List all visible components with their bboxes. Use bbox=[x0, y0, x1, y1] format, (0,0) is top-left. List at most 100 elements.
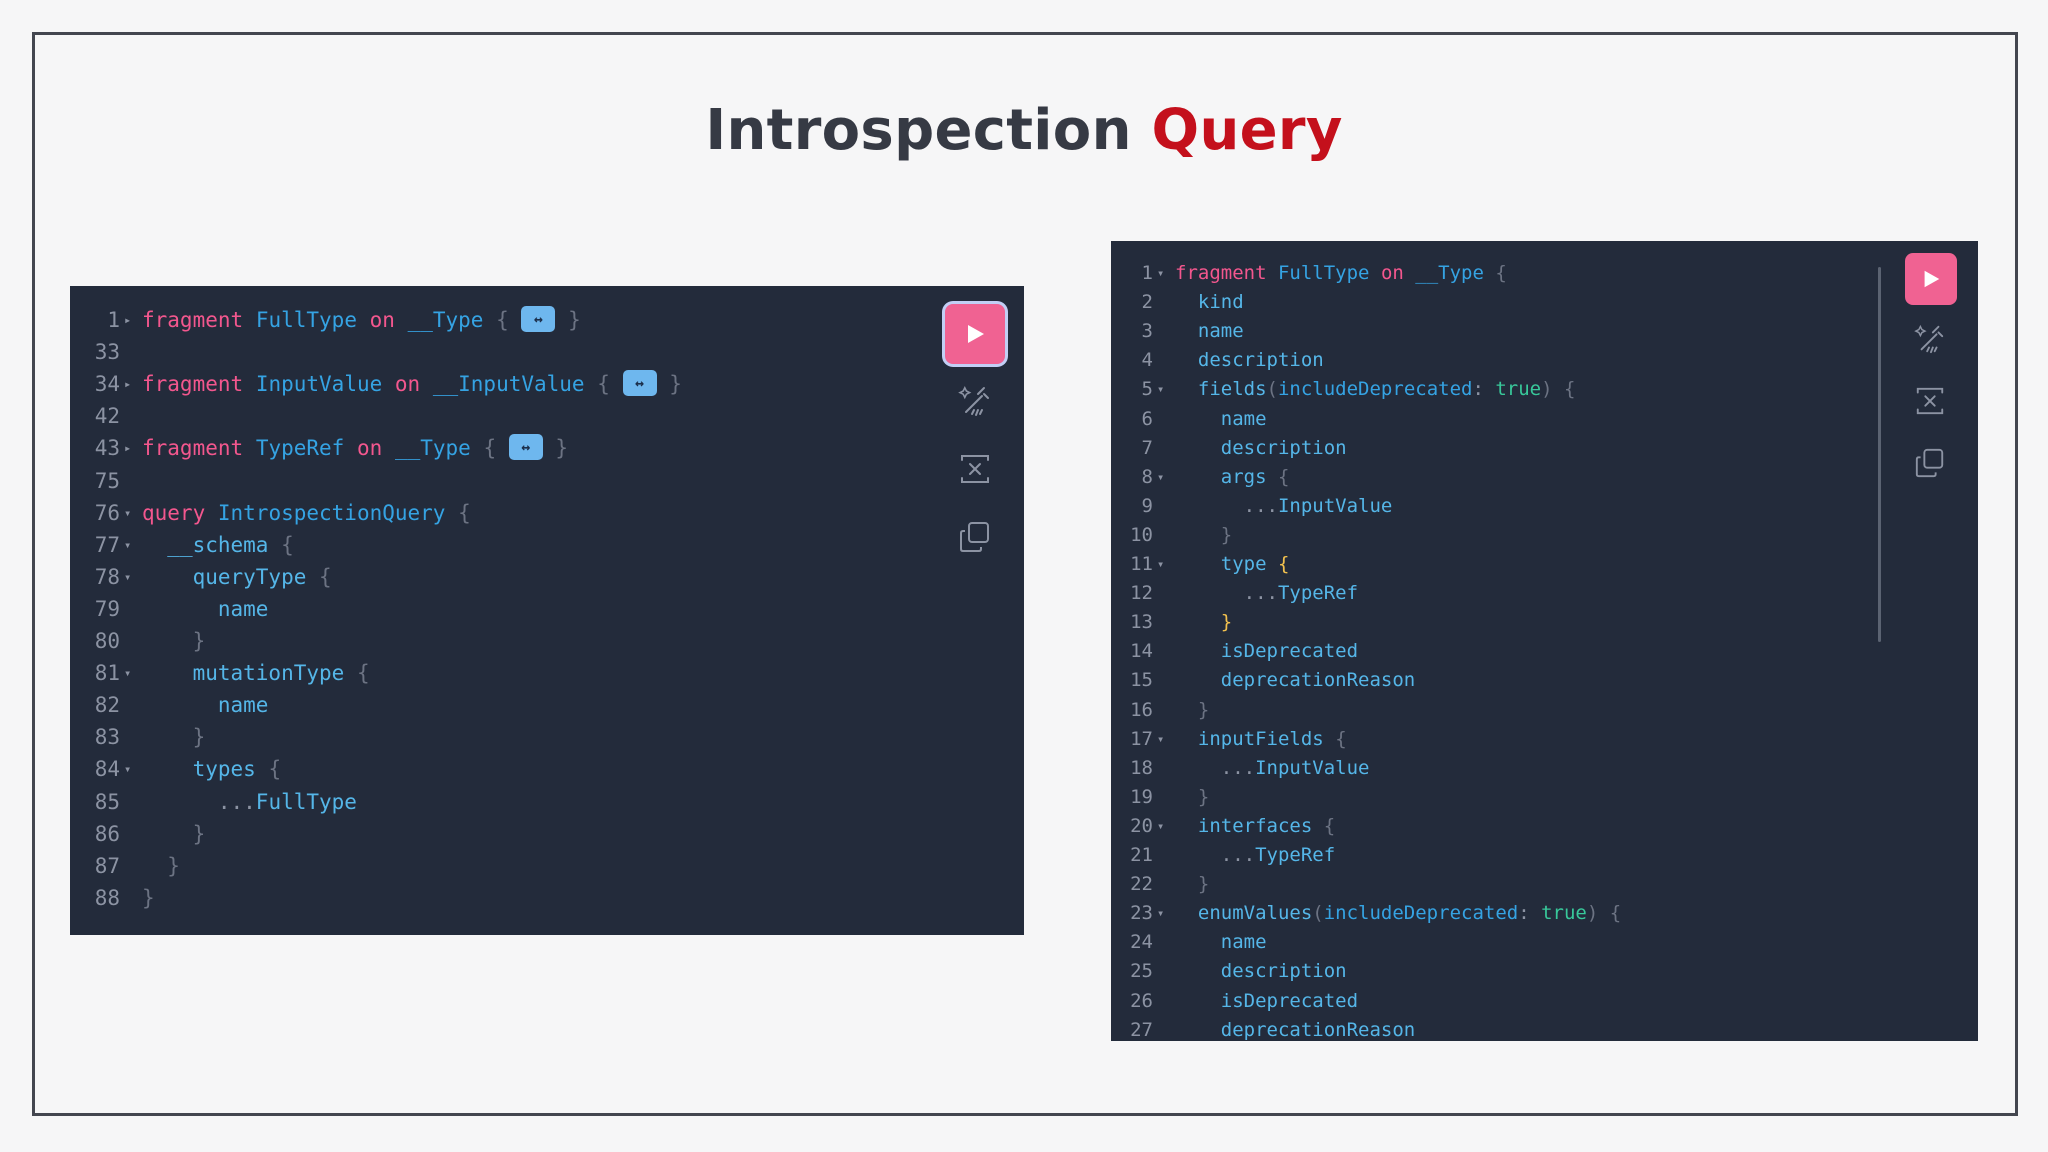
code-line[interactable]: 14 isDeprecated bbox=[1111, 637, 1871, 666]
code-text[interactable]: __schema { bbox=[142, 529, 293, 561]
code-line[interactable]: 88} bbox=[70, 882, 930, 914]
code-text[interactable]: ...InputValue bbox=[1175, 492, 1393, 521]
code-line[interactable]: 42 bbox=[70, 400, 930, 432]
code-text[interactable]: deprecationReason bbox=[1175, 666, 1415, 695]
code-text[interactable]: deprecationReason bbox=[1175, 1016, 1415, 1041]
code-text[interactable]: types { bbox=[142, 753, 282, 785]
code-text[interactable]: fields(includeDeprecated: true) { bbox=[1175, 375, 1576, 404]
code-text[interactable]: } bbox=[1175, 870, 1209, 899]
code-text[interactable]: isDeprecated bbox=[1175, 637, 1358, 666]
code-text[interactable]: fragment FullType on __Type { ↔ } bbox=[142, 304, 581, 336]
code-text[interactable]: } bbox=[142, 818, 206, 850]
fold-collapsed-icon[interactable]: ▸ bbox=[124, 313, 132, 327]
code-text[interactable]: ...FullType bbox=[142, 786, 357, 818]
copy-query-button[interactable] bbox=[1914, 447, 1946, 479]
code-text[interactable]: description bbox=[1175, 434, 1347, 463]
code-line[interactable]: 4 description bbox=[1111, 346, 1871, 375]
code-text[interactable]: description bbox=[1175, 346, 1324, 375]
code-line[interactable]: 1▸fragment FullType on __Type { ↔ } bbox=[70, 304, 930, 336]
code-line[interactable]: 75 bbox=[70, 465, 930, 497]
code-line[interactable]: 87 } bbox=[70, 850, 930, 882]
code-line[interactable]: 6 name bbox=[1111, 405, 1871, 434]
fold-expanded-icon[interactable]: ▾ bbox=[124, 505, 132, 520]
code-line[interactable]: 11▾ type { bbox=[1111, 550, 1871, 579]
copy-query-button[interactable] bbox=[958, 520, 992, 554]
code-text[interactable]: } bbox=[142, 625, 206, 657]
code-line[interactable]: 8▾ args { bbox=[1111, 463, 1871, 492]
code-text[interactable]: } bbox=[1175, 783, 1209, 812]
fold-expanded-icon[interactable]: ▾ bbox=[124, 569, 132, 584]
fold-expanded-icon[interactable]: ▾ bbox=[1157, 731, 1165, 746]
code-line[interactable]: 33 bbox=[70, 336, 930, 368]
merge-fragments-button[interactable] bbox=[958, 452, 992, 486]
code-text[interactable]: name bbox=[1175, 317, 1244, 346]
fold-expanded-icon[interactable]: ▾ bbox=[124, 537, 132, 552]
code-line[interactable]: 10 } bbox=[1111, 521, 1871, 550]
code-text[interactable]: } bbox=[1175, 696, 1209, 725]
code-text[interactable]: fragment TypeRef on __Type { ↔ } bbox=[142, 432, 568, 464]
code-line[interactable]: 21 ...TypeRef bbox=[1111, 841, 1871, 870]
prettify-button[interactable] bbox=[1914, 323, 1946, 355]
code-line[interactable]: 24 name bbox=[1111, 928, 1871, 957]
code-text[interactable]: } bbox=[1175, 521, 1232, 550]
code-line[interactable]: 19 } bbox=[1111, 783, 1871, 812]
code-text[interactable]: name bbox=[1175, 928, 1267, 957]
code-line[interactable]: 22 } bbox=[1111, 870, 1871, 899]
fold-expanded-icon[interactable]: ▾ bbox=[1157, 906, 1165, 921]
code-line[interactable]: 34▸fragment InputValue on __InputValue {… bbox=[70, 368, 930, 400]
fold-collapsed-icon[interactable]: ▸ bbox=[124, 377, 132, 392]
fold-expanded-icon[interactable]: ▾ bbox=[1157, 266, 1165, 280]
code-text[interactable]: interfaces { bbox=[1175, 812, 1335, 841]
expand-fragment-badge[interactable]: ↔ bbox=[622, 370, 657, 397]
code-text[interactable]: } bbox=[142, 850, 180, 882]
prettify-button[interactable] bbox=[958, 384, 992, 418]
code-text[interactable]: description bbox=[1175, 957, 1347, 986]
code-line[interactable]: 82 name bbox=[70, 689, 930, 721]
fold-expanded-icon[interactable]: ▾ bbox=[124, 762, 132, 777]
code-line[interactable]: 83 } bbox=[70, 721, 930, 753]
code-text[interactable]: } bbox=[142, 721, 206, 753]
code-text[interactable]: ...TypeRef bbox=[1175, 841, 1335, 870]
code-line[interactable]: 27 deprecationReason bbox=[1111, 1016, 1871, 1041]
code-line[interactable]: 3 name bbox=[1111, 317, 1871, 346]
expand-fragment-badge[interactable]: ↔ bbox=[508, 434, 543, 461]
code-line[interactable]: 1▾fragment FullType on __Type { bbox=[1111, 259, 1871, 288]
fold-expanded-icon[interactable]: ▾ bbox=[124, 666, 132, 681]
code-text[interactable]: kind bbox=[1175, 288, 1244, 317]
code-text[interactable]: name bbox=[1175, 405, 1267, 434]
fold-collapsed-icon[interactable]: ▸ bbox=[124, 441, 132, 456]
code-text[interactable]: fragment InputValue on __InputValue { ↔ … bbox=[142, 368, 682, 400]
code-line[interactable]: 84▾ types { bbox=[70, 753, 930, 785]
editor-scrollbar[interactable] bbox=[1878, 267, 1881, 642]
code-text[interactable]: type { bbox=[1175, 550, 1290, 579]
code-line[interactable]: 2 kind bbox=[1111, 288, 1871, 317]
code-text[interactable]: isDeprecated bbox=[1175, 987, 1358, 1016]
code-text[interactable]: ...TypeRef bbox=[1175, 579, 1358, 608]
expand-fragment-badge[interactable]: ↔ bbox=[521, 306, 556, 332]
code-line[interactable]: 80 } bbox=[70, 625, 930, 657]
code-line[interactable]: 18 ...InputValue bbox=[1111, 754, 1871, 783]
code-line[interactable]: 13 } bbox=[1111, 608, 1871, 637]
fold-expanded-icon[interactable]: ▾ bbox=[1157, 469, 1165, 484]
code-line[interactable]: 15 deprecationReason bbox=[1111, 666, 1871, 695]
code-line[interactable]: 12 ...TypeRef bbox=[1111, 579, 1871, 608]
fold-expanded-icon[interactable]: ▾ bbox=[1157, 818, 1165, 833]
code-line[interactable]: 78▾ queryType { bbox=[70, 561, 930, 593]
code-text[interactable]: query IntrospectionQuery { bbox=[142, 497, 471, 529]
code-line[interactable]: 9 ...InputValue bbox=[1111, 492, 1871, 521]
run-query-button[interactable] bbox=[945, 304, 1005, 364]
code-line[interactable]: 7 description bbox=[1111, 434, 1871, 463]
code-line[interactable]: 86 } bbox=[70, 818, 930, 850]
code-text[interactable]: inputFields { bbox=[1175, 725, 1347, 754]
code-text[interactable]: mutationType { bbox=[142, 657, 370, 689]
merge-fragments-button[interactable] bbox=[1914, 385, 1946, 417]
code-line[interactable]: 17▾ inputFields { bbox=[1111, 725, 1871, 754]
code-line[interactable]: 77▾ __schema { bbox=[70, 529, 930, 561]
code-line[interactable]: 26 isDeprecated bbox=[1111, 987, 1871, 1016]
code-text[interactable]: fragment FullType on __Type { bbox=[1175, 259, 1507, 288]
run-query-button[interactable] bbox=[1905, 253, 1957, 305]
